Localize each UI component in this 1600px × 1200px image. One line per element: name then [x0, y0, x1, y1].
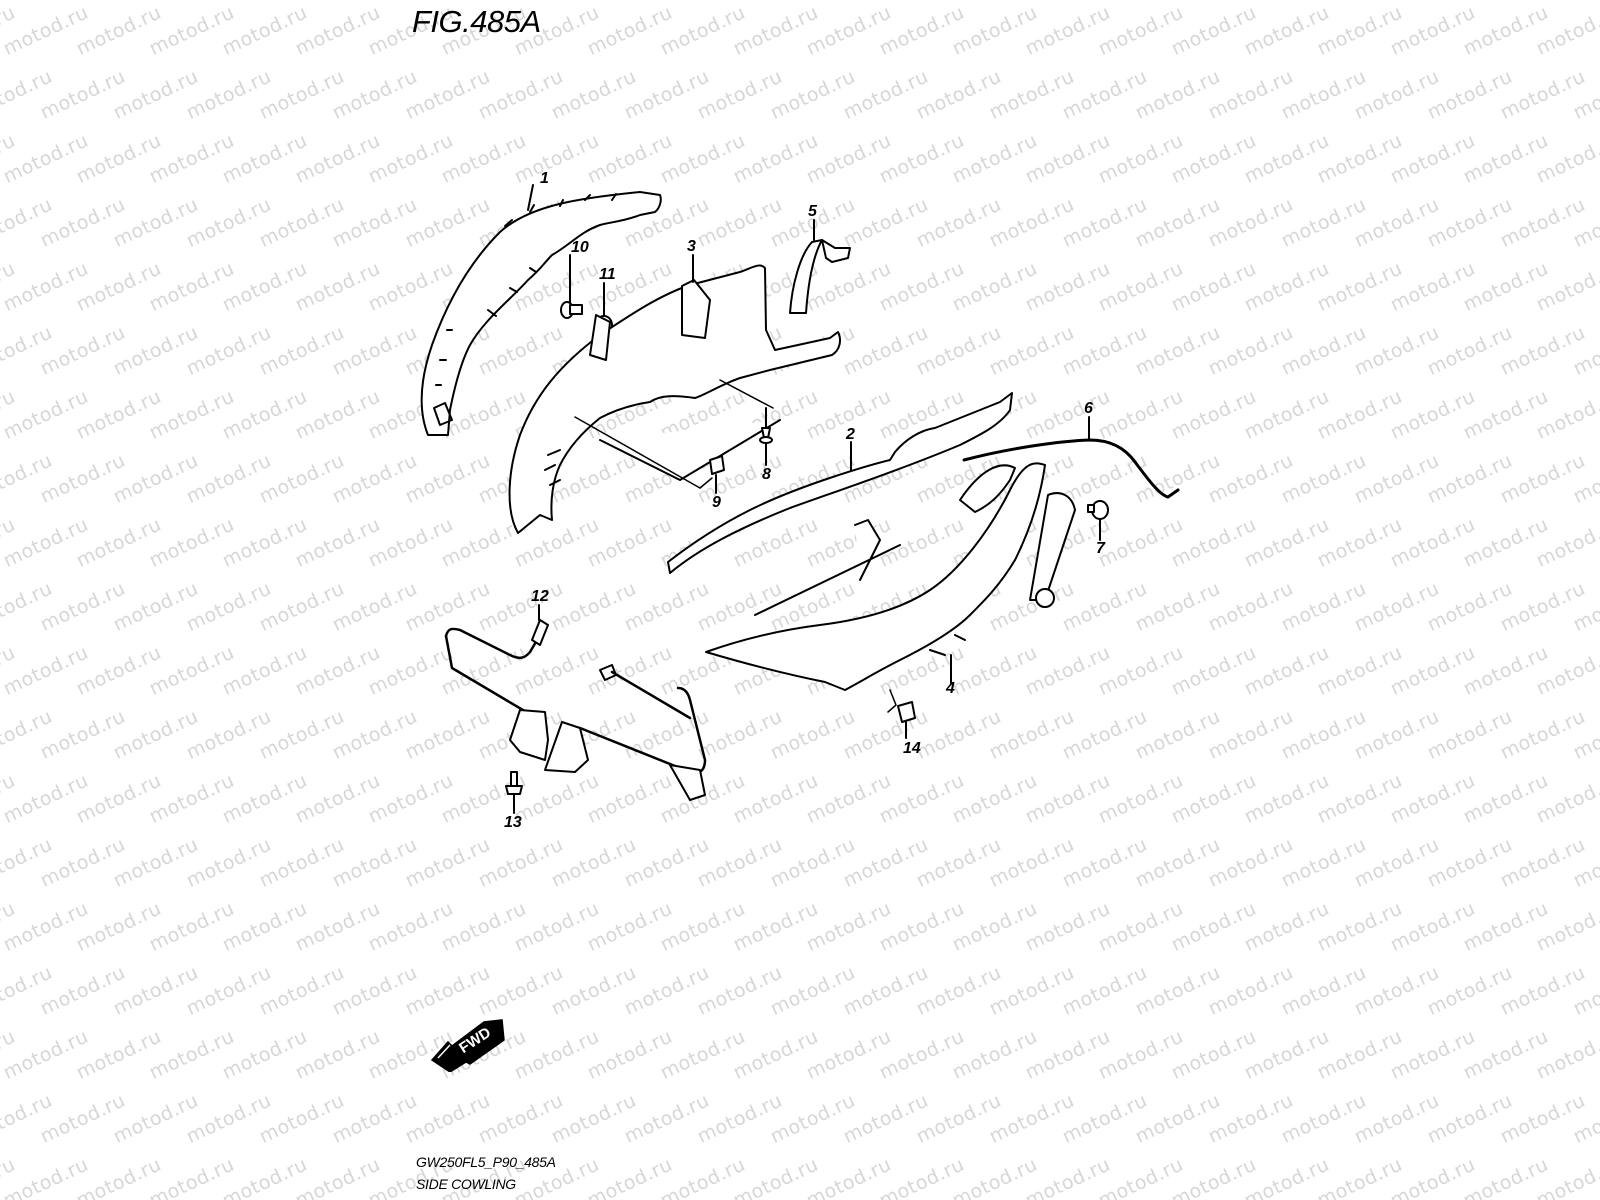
- part-12-bracket-rail: [444, 619, 707, 801]
- part-10-screw: [560, 301, 583, 319]
- part-14-clip: [897, 701, 916, 723]
- callout-5: 5: [808, 203, 817, 220]
- part-7-screw: [1087, 500, 1109, 520]
- callout-2: 2: [846, 426, 855, 443]
- part-2-upper-side-cowl: [667, 392, 1013, 574]
- callout-9: 9: [712, 494, 721, 511]
- part-1-front-cowl-trim: [420, 191, 662, 436]
- callout-7: 7: [1096, 540, 1105, 557]
- callout-12: 12: [531, 588, 549, 605]
- callout-14: 14: [903, 740, 921, 757]
- leader-1: [527, 184, 534, 211]
- part-9-clip-nut: [709, 455, 725, 475]
- figure-title: FIG.485A: [412, 4, 541, 39]
- part-5-strip: [789, 239, 851, 314]
- callout-4: 4: [946, 680, 955, 697]
- callout-8: 8: [762, 466, 771, 483]
- callout-13: 13: [504, 814, 522, 831]
- part-8-screw: [759, 427, 773, 444]
- assembly-line-3: [574, 379, 774, 489]
- callout-3: 3: [687, 238, 696, 255]
- model-code: GW250FL5_P90_485A: [416, 1154, 556, 1170]
- callout-11: 11: [599, 266, 616, 283]
- callout-1: 1: [540, 170, 549, 187]
- part-4-lower-side-cowl: [705, 462, 1076, 691]
- section-name: SIDE COWLING: [416, 1176, 516, 1192]
- part-13-bolt: [505, 771, 523, 795]
- fwd-arrow-icon: [430, 1019, 505, 1073]
- part-6-rail: [962, 438, 1180, 499]
- part-3-inner-cover: [508, 264, 841, 534]
- forward-direction-indicator: FWD: [430, 1012, 510, 1077]
- callout-6: 6: [1084, 400, 1093, 417]
- callout-10: 10: [571, 239, 589, 256]
